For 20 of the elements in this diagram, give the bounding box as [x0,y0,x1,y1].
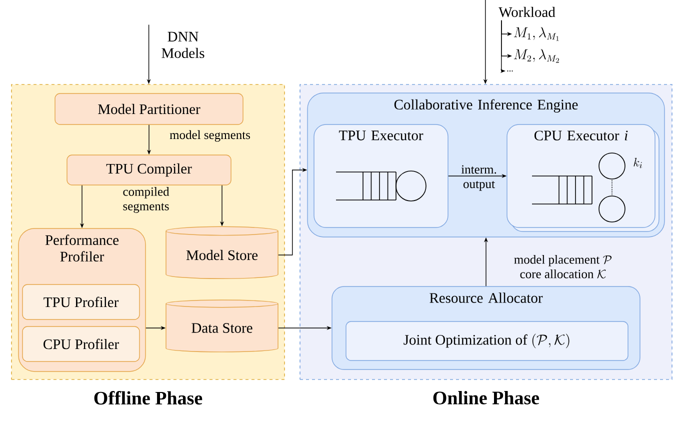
input-label: DNN Models [162,32,204,58]
process-box: TPU Compiler [66,154,232,186]
executor-box: CPU Executor i $k_i$ [506,124,660,232]
workload-item: $M_2, \lambda_{M_2}$ [514,49,559,63]
database-cylinder: Model Store [166,226,278,279]
workload-item: ... [507,70,513,72]
process-box: $\mbox{Joint Optimization of }(\mathcal{P}, \mathcal{K})$ [346,321,628,361]
input-label: Workload [498,6,556,18]
edge-label: interm. output [461,165,496,191]
database-cylinder: Data Store [166,300,278,352]
process-box: TPU Profiler [22,284,140,320]
workload-item: $M_1, \lambda_{M_1}$ [514,27,559,41]
process-box: CPU Profiler [22,326,140,362]
edge-label: $\begin{array}{c}\mbox{model placement }\mathcal{P}\\ \mbox{core allocation }\mathcal{K}\end{array}$ [514,254,612,278]
node-label: Online Phase [433,391,540,404]
edge-label: compiled segments [123,187,170,213]
executor-box: TPU Executor [314,124,448,228]
edge-label: model segments [170,130,250,142]
node-label: Offline Phase [94,391,202,405]
process-box: Model Partitioner [54,93,244,125]
